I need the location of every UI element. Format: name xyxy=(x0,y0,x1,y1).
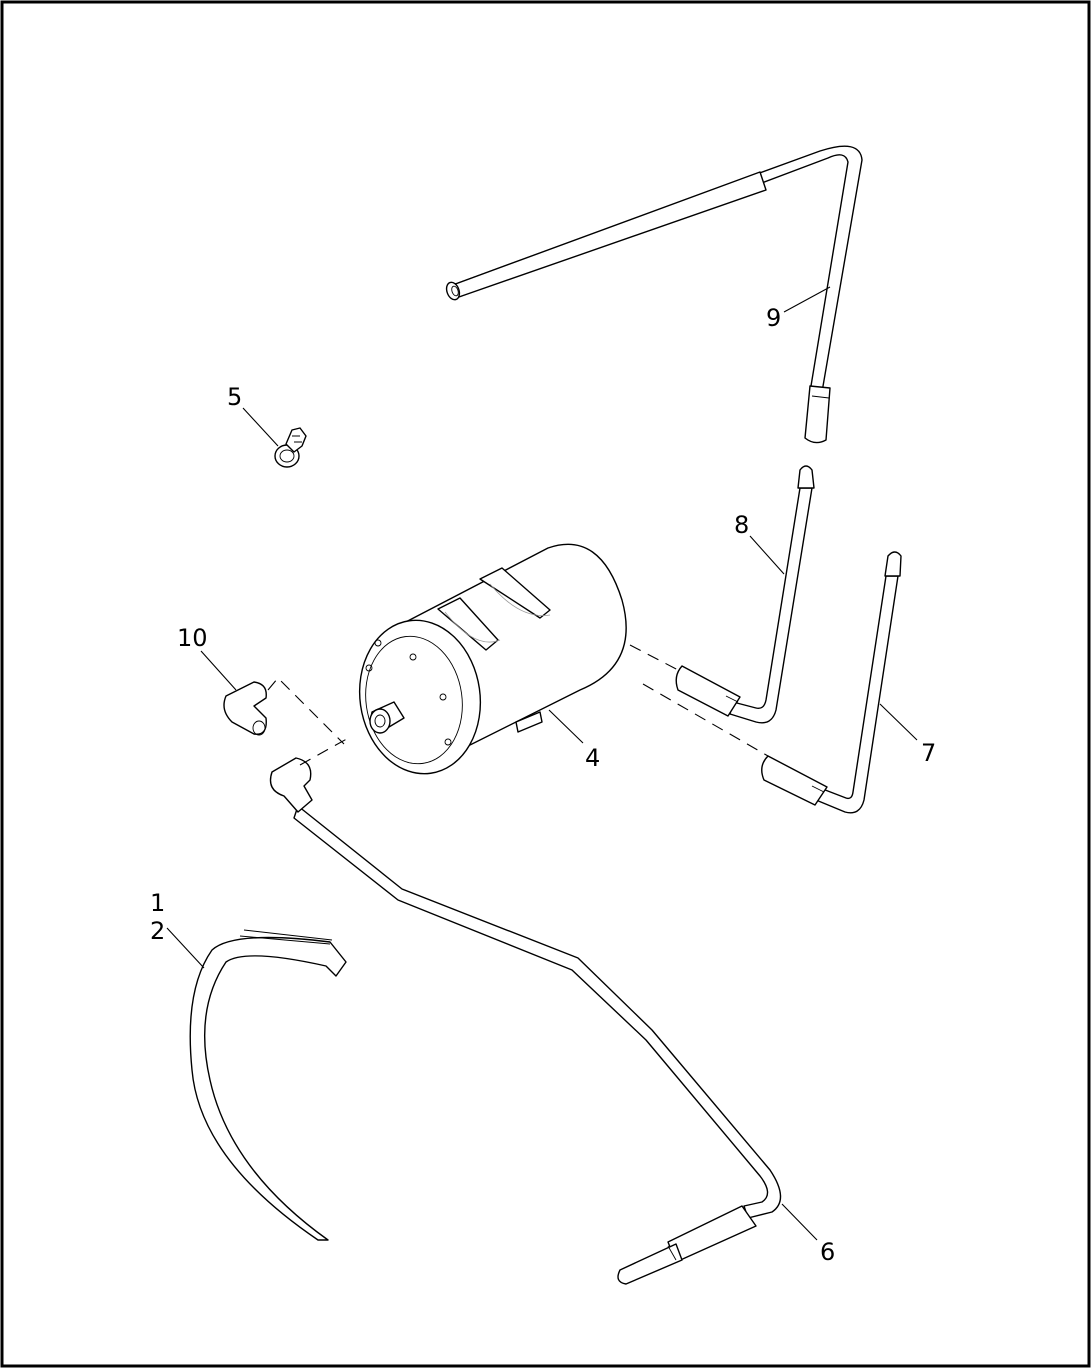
leader-lines xyxy=(166,286,918,1241)
part-6-hose xyxy=(269,757,782,1285)
part-4-canister xyxy=(358,543,627,775)
callout-8: 8 xyxy=(734,511,749,539)
part-5-hose-clip xyxy=(274,427,307,468)
callout-2: 2 xyxy=(150,917,165,945)
callout-7: 7 xyxy=(921,739,936,767)
part-1-2-strap xyxy=(189,929,347,1241)
callout-4: 4 xyxy=(585,744,600,772)
part-9-hose xyxy=(445,145,863,444)
callout-6: 6 xyxy=(820,1238,835,1266)
callout-5: 5 xyxy=(227,383,242,411)
callout-1: 1 xyxy=(150,889,165,917)
part-8-hose xyxy=(675,465,815,724)
callout-10: 10 xyxy=(177,624,208,652)
callout-9: 9 xyxy=(766,304,781,332)
alignment-lines xyxy=(267,644,769,766)
part-7-hose xyxy=(761,551,902,814)
part-10-elbow xyxy=(223,681,267,736)
